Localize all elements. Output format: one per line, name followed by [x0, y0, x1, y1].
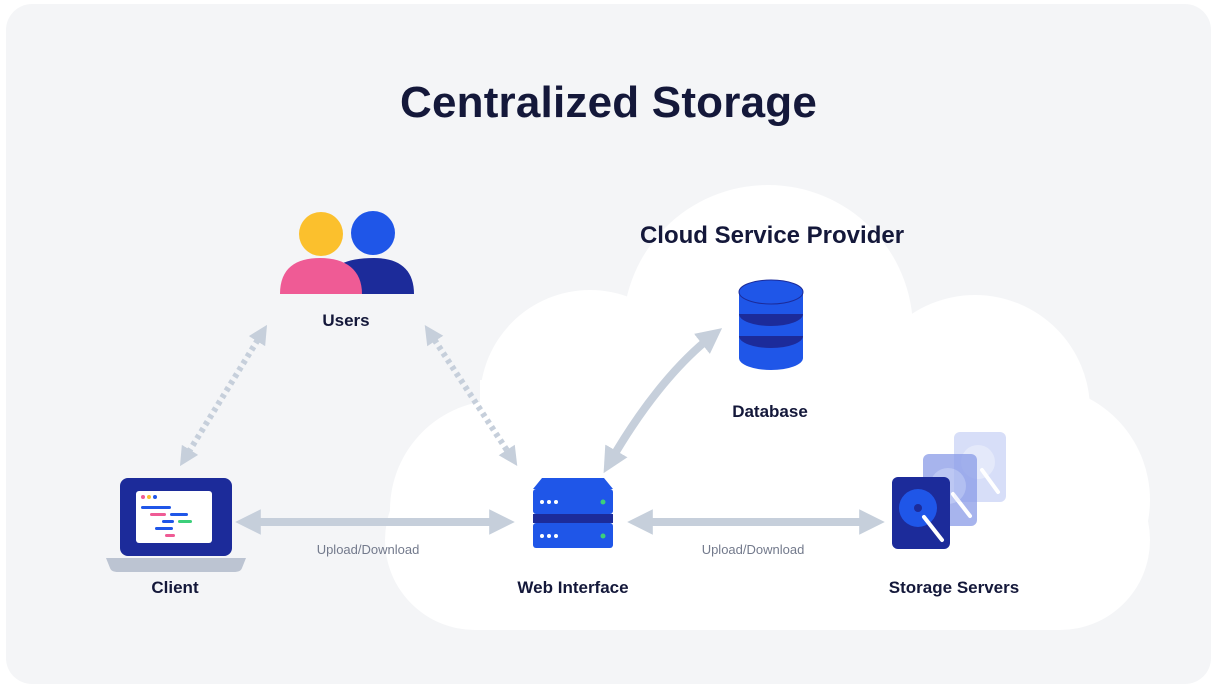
client-label: Client [151, 578, 199, 597]
server-icon [533, 478, 613, 548]
client-web-connection-label: Upload/Download [316, 542, 420, 557]
users-label: Users [322, 311, 370, 330]
web-storage-connection-label: Upload/Download [701, 542, 805, 557]
web-interface-label: Web Interface [517, 578, 629, 597]
users-client-arrow [179, 324, 268, 467]
web-database-arrow [603, 328, 723, 474]
users-web-arrow [424, 324, 518, 467]
cloud-provider-label: Cloud Service Provider [639, 222, 905, 249]
laptop-icon [106, 478, 246, 572]
database-icon [738, 279, 804, 370]
diagram-title: Centralized Storage [399, 78, 817, 127]
users-icon [280, 211, 414, 294]
hard-drive-icon [892, 432, 1006, 549]
storage-servers-label: Storage Servers [888, 578, 1020, 597]
database-label: Database [732, 402, 808, 421]
